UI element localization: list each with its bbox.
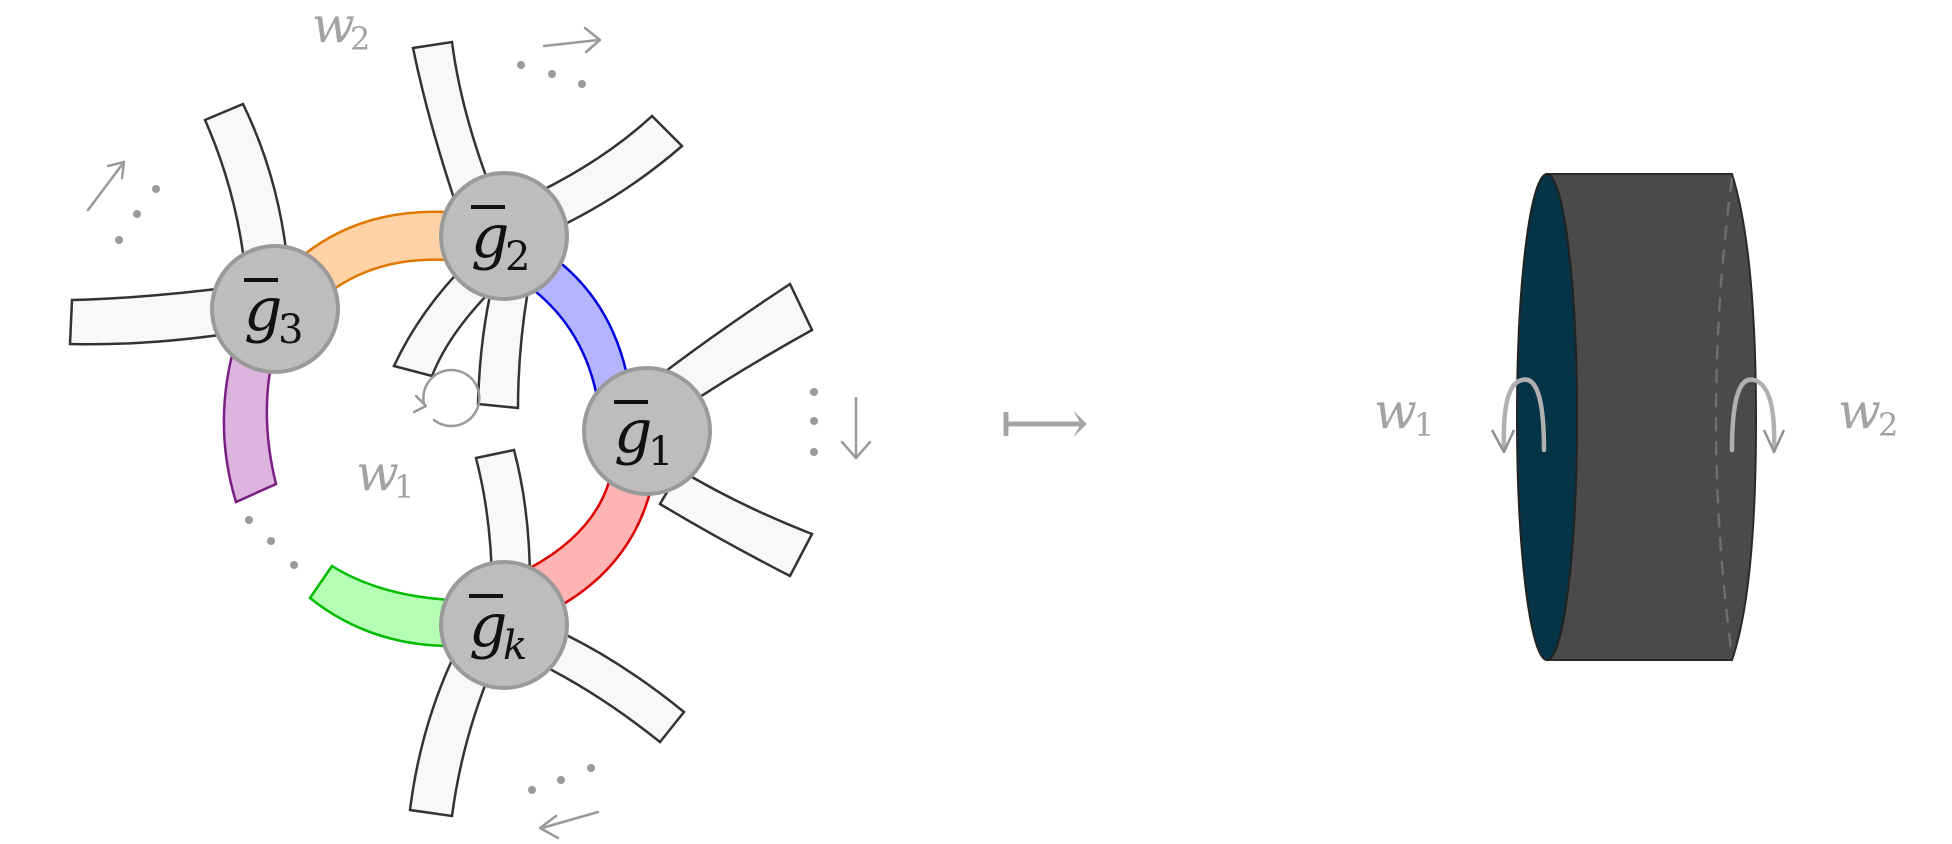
vertex-gk-sub: k <box>503 623 527 669</box>
vertex-g1: g 1 <box>582 366 712 496</box>
vertex-g3-sub: 3 <box>278 307 303 353</box>
label-w2-top-sub: 2 <box>350 20 370 58</box>
cylinder-hidden-edge <box>1714 177 1734 657</box>
vertex-g3-disk <box>210 244 340 374</box>
continuation-lower-left <box>245 516 298 569</box>
maps-to-arrow: ⟼ <box>1000 386 1089 459</box>
label-w1-cylinder: w 1 <box>1374 382 1434 444</box>
cylinder-left-face <box>1516 173 1578 661</box>
vertex-gk-base: g <box>469 591 507 661</box>
strand-g1-downright <box>658 468 814 578</box>
vertex-g3-base: g <box>244 275 282 345</box>
vertex-g2: g 2 <box>439 171 569 301</box>
dot <box>528 786 536 794</box>
dot <box>557 776 565 784</box>
dot <box>267 537 275 545</box>
vertex-gk: g k <box>439 560 569 690</box>
label-w1-center-base: w <box>356 444 399 502</box>
rotate-arrow-right-icon <box>1729 377 1786 454</box>
continuation-upper-left <box>86 160 160 244</box>
dot <box>810 417 818 425</box>
cylinder-body <box>1546 173 1758 661</box>
vertex-gk-disk <box>439 560 569 690</box>
dot <box>115 236 123 244</box>
continuation-top <box>517 26 602 88</box>
dot <box>587 764 595 772</box>
arrow-head-icon <box>106 160 126 180</box>
strand-gk-downright <box>538 628 686 744</box>
label-w2-cylinder: w 2 <box>1838 382 1898 444</box>
label-w1-cylinder-base: w <box>1374 382 1417 440</box>
cylinder: w 1 w 2 <box>1374 173 1898 661</box>
edge-purple-g3 <box>222 353 278 504</box>
arrow-head-icon <box>840 440 872 460</box>
label-w2-top: w 2 <box>312 0 370 58</box>
rotate-arrow-left-icon <box>1490 377 1547 454</box>
arrow-head-icon <box>583 26 602 54</box>
vertex-g3: g 3 <box>210 244 340 374</box>
dot <box>810 448 818 456</box>
strand-g2-down <box>476 268 530 410</box>
dot <box>548 70 556 78</box>
vertex-g1-sub: 1 <box>648 429 673 475</box>
dot <box>578 80 586 88</box>
dot <box>517 61 525 69</box>
dot <box>152 185 160 193</box>
vertex-g2-base: g <box>471 202 509 272</box>
rotate-arrow-icon <box>412 368 481 428</box>
vertex-g2-sub: 2 <box>505 234 530 280</box>
label-w2-cylinder-base: w <box>1838 382 1881 440</box>
continuation-bottom <box>528 764 600 840</box>
label-w1-center-sub: 1 <box>394 468 414 506</box>
dot <box>290 561 298 569</box>
edge-green-gk <box>308 564 454 648</box>
strand-g3-up <box>203 102 290 270</box>
vertex-g2-disk <box>439 171 569 301</box>
label-w1-center: w 1 <box>356 444 414 506</box>
arrow-left-icon <box>540 810 600 830</box>
ribbon-graph: g 3 g 2 g 1 g k w 2 w 1 <box>68 0 872 840</box>
arrow-right-icon <box>542 38 600 48</box>
dot <box>133 210 141 218</box>
continuation-right <box>810 388 872 460</box>
vertex-g1-disk <box>582 366 712 496</box>
label-w2-cylinder-sub: 2 <box>1878 406 1898 444</box>
dot <box>245 516 253 524</box>
strand-gk-down <box>408 658 494 818</box>
arrow-up-right-icon <box>86 160 126 212</box>
label-w1-cylinder-sub: 1 <box>1414 406 1434 444</box>
dot <box>810 388 818 396</box>
arrow-head-icon <box>538 814 560 840</box>
label-w2-top-base: w <box>312 0 355 54</box>
vertex-g1-base: g <box>614 397 652 467</box>
